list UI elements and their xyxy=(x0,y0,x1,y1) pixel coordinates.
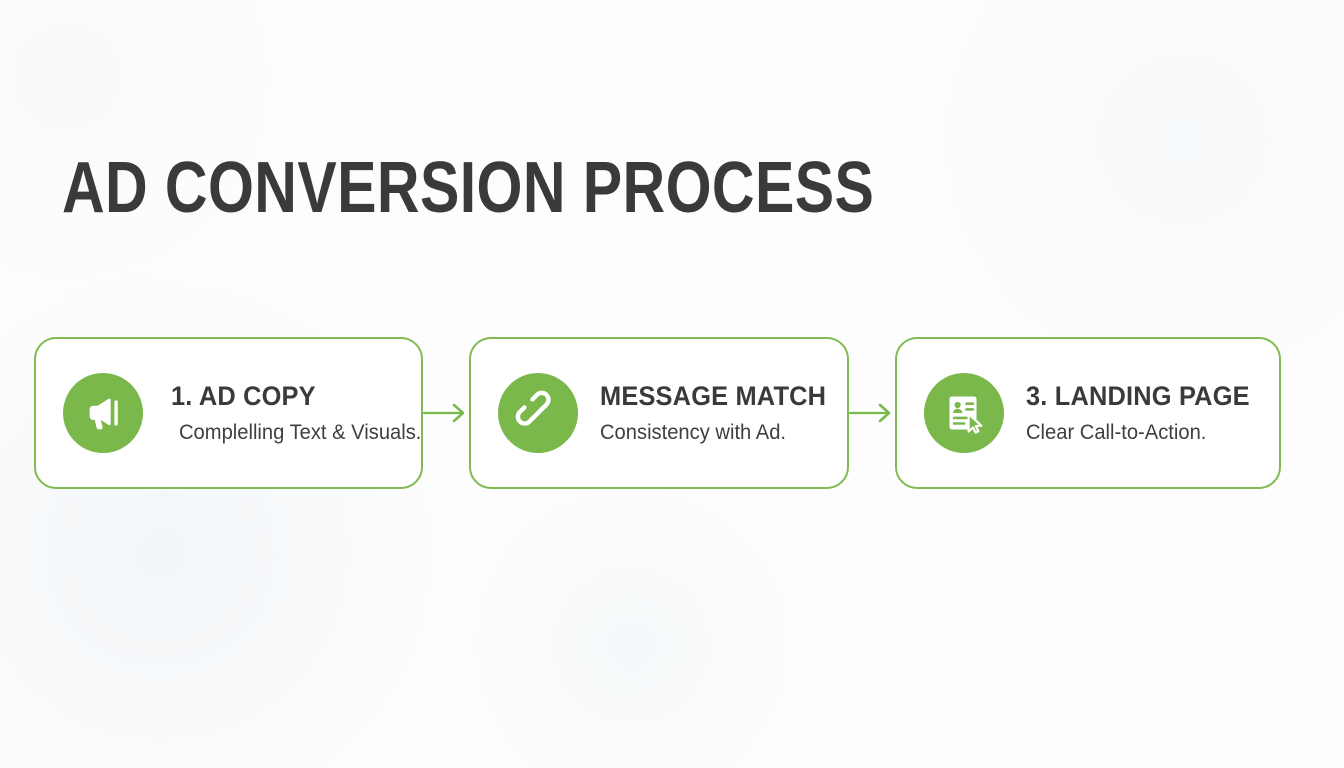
process-step-card-2[interactable]: MESSAGE MATCH Consistency with Ad. xyxy=(469,337,849,489)
megaphone-icon xyxy=(63,373,143,453)
process-flow: 1. AD COPY Complelling Text & Visuals. xyxy=(34,337,1281,489)
step-subtitle: Consistency with Ad. xyxy=(600,421,787,444)
step-heading: 3. LANDING PAGE xyxy=(1026,381,1250,411)
process-step-card-1[interactable]: 1. AD COPY Complelling Text & Visuals. xyxy=(34,337,423,489)
connector-2 xyxy=(849,393,895,433)
card-text-block: MESSAGE MATCH Consistency with Ad. xyxy=(600,381,841,445)
step-subtitle: Clear Call-to-Action. xyxy=(1026,421,1207,444)
connector-1 xyxy=(423,393,469,433)
card-text-block: 1. AD COPY Complelling Text & Visuals. xyxy=(171,381,432,445)
step-subtitle: Complelling Text & Visuals. xyxy=(179,421,422,444)
step-heading: MESSAGE MATCH xyxy=(600,381,827,411)
card-text-block: 3. LANDING PAGE Clear Call-to-Action. xyxy=(1026,381,1264,445)
link-icon xyxy=(498,373,578,453)
step-heading: 1. AD COPY xyxy=(171,381,316,411)
process-step-card-3[interactable]: 3. LANDING PAGE Clear Call-to-Action. xyxy=(895,337,1281,489)
document-cursor-icon xyxy=(924,373,1004,453)
page-title: AD CONVERSION PROCESS xyxy=(62,148,875,228)
arrow-right-icon xyxy=(423,403,465,423)
arrow-right-icon xyxy=(849,403,891,423)
